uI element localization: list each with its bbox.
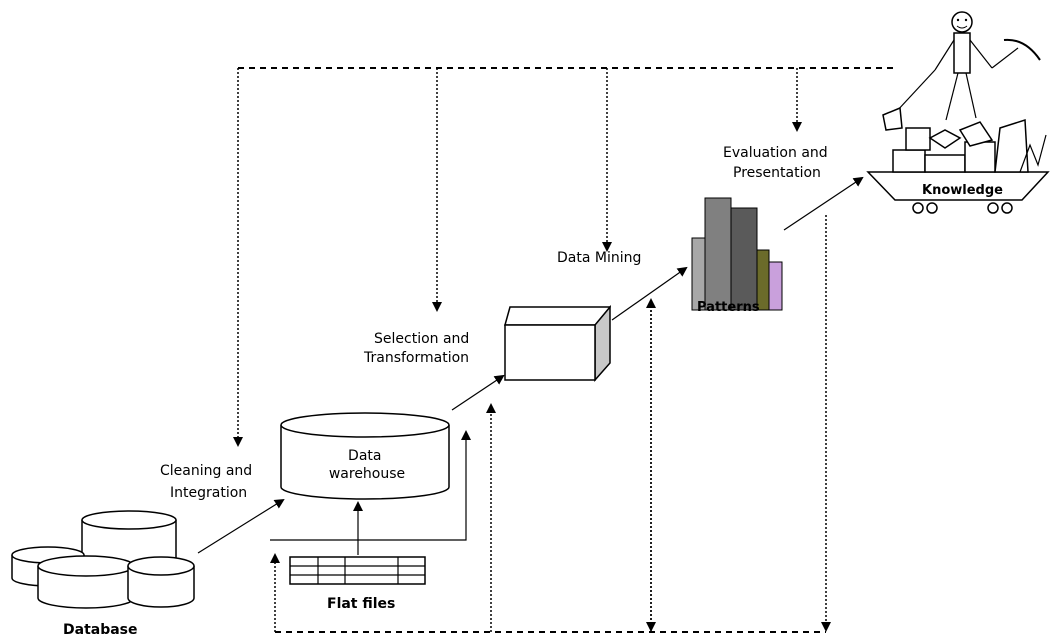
top-feedback-lines	[233, 67, 895, 447]
flat-files-label: Flat files	[327, 596, 395, 612]
arrow-patterns-to-knowledge	[783, 176, 864, 231]
arrow-mining-to-patterns	[611, 266, 688, 321]
patterns-bars	[691, 197, 783, 311]
cleaning-integration-label: Cleaning and Integration	[160, 463, 257, 501]
database-cylinders	[11, 510, 195, 609]
svg-text:Data warehouse: Data warehouse	[329, 448, 405, 482]
bottom-feedback-lines	[270, 215, 831, 633]
evaluation-presentation-label: Evaluation and Presentation	[723, 145, 832, 181]
flat-files-table	[289, 556, 426, 585]
data-warehouse: Data warehouse	[280, 412, 450, 500]
selection-transformation-label: Selection and Transformation	[363, 331, 474, 366]
arrow-warehouse-to-selection	[451, 374, 505, 411]
transformed-data-box	[504, 304, 611, 382]
database-label: Database	[63, 622, 138, 637]
arrow-database-to-warehouse	[197, 498, 285, 554]
knowledge-label: Knowledge	[922, 183, 1003, 198]
patterns-caption: Patterns	[697, 300, 760, 315]
flatfiles-bracket-line	[270, 430, 471, 541]
data-mining-label: Data Mining	[557, 250, 641, 266]
knowledge-cart-miner	[866, 11, 1050, 214]
